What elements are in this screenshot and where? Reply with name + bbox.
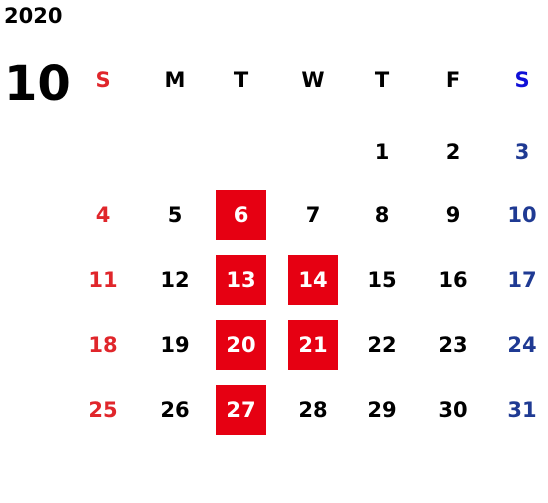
day-cell[interactable]: 4 — [95, 203, 111, 227]
day-cell[interactable]: 5 — [167, 203, 183, 227]
day-cell[interactable]: 17 — [507, 268, 537, 292]
day-cell[interactable]: 7 — [305, 203, 321, 227]
weekday-header: W — [301, 68, 325, 92]
day-cell[interactable]: 12 — [160, 268, 190, 292]
day-cell-highlighted[interactable]: 6 — [216, 190, 266, 240]
weekday-header: T — [233, 68, 249, 92]
weekday-header: S — [514, 68, 530, 92]
year-label: 2020 — [4, 4, 63, 28]
day-cell-highlighted[interactable]: 13 — [216, 255, 266, 305]
day-cell[interactable]: 9 — [445, 203, 461, 227]
day-cell[interactable]: 26 — [160, 398, 190, 422]
day-cell[interactable]: 29 — [367, 398, 397, 422]
day-cell[interactable]: 23 — [438, 333, 468, 357]
day-cell-highlighted[interactable]: 21 — [288, 320, 338, 370]
day-cell-highlighted[interactable]: 27 — [216, 385, 266, 435]
day-cell[interactable]: 19 — [160, 333, 190, 357]
day-cell[interactable]: 1 — [374, 140, 390, 164]
day-cell[interactable]: 31 — [507, 398, 537, 422]
day-cell[interactable]: 16 — [438, 268, 468, 292]
weekday-header: M — [164, 68, 186, 92]
day-cell[interactable]: 24 — [507, 333, 537, 357]
day-cell-highlighted[interactable]: 14 — [288, 255, 338, 305]
day-cell[interactable]: 2 — [445, 140, 461, 164]
day-cell[interactable]: 15 — [367, 268, 397, 292]
weekday-header: S — [95, 68, 111, 92]
day-cell[interactable]: 3 — [514, 140, 530, 164]
day-cell[interactable]: 8 — [374, 203, 390, 227]
day-cell[interactable]: 10 — [507, 203, 537, 227]
day-cell-highlighted[interactable]: 20 — [216, 320, 266, 370]
weekday-header: T — [374, 68, 390, 92]
day-cell[interactable]: 25 — [88, 398, 118, 422]
day-cell[interactable]: 30 — [438, 398, 468, 422]
day-cell[interactable]: 28 — [298, 398, 328, 422]
day-cell[interactable]: 18 — [88, 333, 118, 357]
month-label: 10 — [4, 56, 71, 112]
day-cell[interactable]: 22 — [367, 333, 397, 357]
weekday-header: F — [445, 68, 461, 92]
day-cell[interactable]: 11 — [88, 268, 118, 292]
